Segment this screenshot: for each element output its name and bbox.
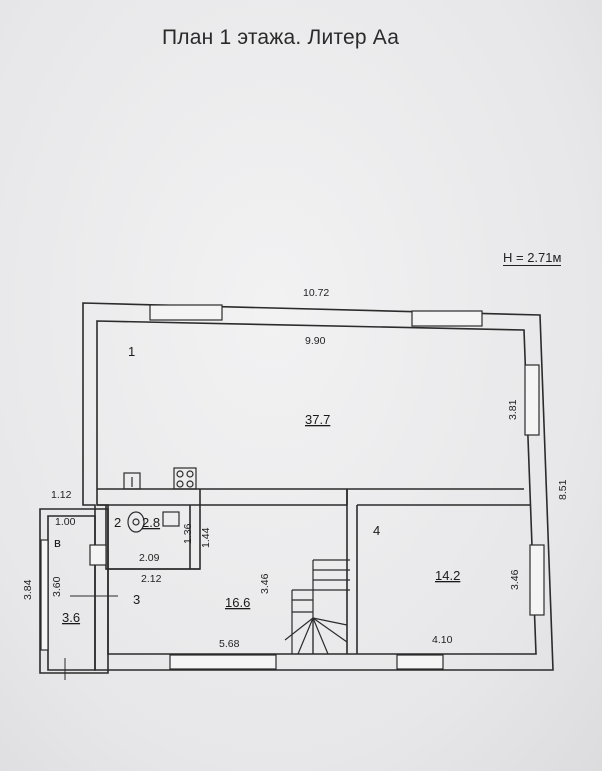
dim-veranda-depth-inner: 3.60 bbox=[51, 576, 63, 597]
interior-walls bbox=[97, 488, 530, 654]
exterior-walls bbox=[39, 302, 554, 674]
room-number-4: 4 bbox=[373, 523, 380, 538]
staircase bbox=[284, 559, 350, 655]
dim-overall-depth: 8.51 bbox=[557, 479, 569, 500]
dim-overall-width: 10.72 bbox=[303, 287, 329, 299]
dim-room1-depth: 3.81 bbox=[507, 399, 519, 420]
dim-room4-depth: 3.46 bbox=[509, 569, 521, 590]
room-number-veranda: в bbox=[54, 535, 61, 550]
dim-room2-depth: 1.36 bbox=[182, 523, 194, 544]
dim-veranda-width-outer: 1.12 bbox=[51, 489, 72, 501]
dim-veranda-depth-outer: 3.84 bbox=[22, 579, 34, 600]
room-area-3: 16.6 bbox=[225, 595, 250, 610]
veranda-line bbox=[64, 595, 118, 680]
dim-room3-width-top: 2.12 bbox=[141, 573, 162, 585]
room-number-1: 1 bbox=[128, 344, 135, 359]
room-number-2: 2 bbox=[114, 515, 121, 530]
room-area-4: 14.2 bbox=[435, 568, 460, 583]
plan-title: План 1 этажа. Литер Аа bbox=[162, 26, 400, 49]
dim-room1-width: 9.90 bbox=[305, 335, 326, 347]
windows bbox=[40, 304, 545, 670]
room-area-1: 37.7 bbox=[305, 412, 330, 427]
dim-room3-width-bottom: 5.68 bbox=[219, 638, 240, 650]
room-area-veranda: 3.6 bbox=[62, 610, 80, 625]
dim-veranda-width-inner: 1.00 bbox=[55, 516, 76, 528]
room-number-3: 3 bbox=[133, 592, 140, 607]
kitchen-stove bbox=[123, 467, 197, 490]
dim-room3-depth: 3.46 bbox=[259, 573, 271, 594]
bathroom-fixtures bbox=[127, 511, 180, 533]
dim-room2-width: 2.09 bbox=[139, 552, 160, 564]
dim-room4-width: 4.10 bbox=[432, 634, 453, 646]
dim-room2-depth-outer: 1.44 bbox=[200, 527, 212, 548]
room-area-2: 2.8 bbox=[142, 515, 160, 530]
ceiling-height-label: H = 2.71м bbox=[503, 250, 562, 266]
